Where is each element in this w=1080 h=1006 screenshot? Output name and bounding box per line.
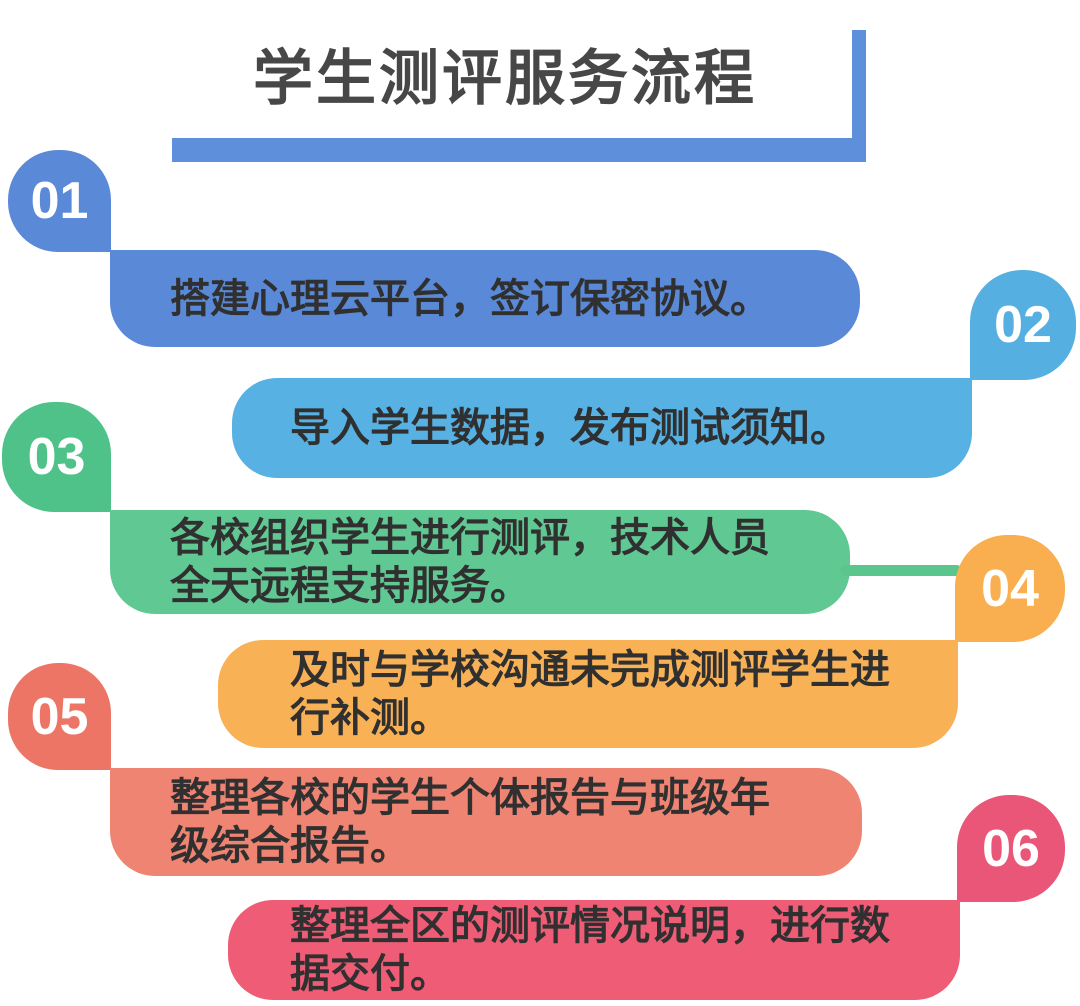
step-05-text: 整理各校的学生个体报告与班级年 级综合报告。 [170, 776, 770, 868]
step-01-badge: 01 [8, 150, 111, 252]
step-03-bar: 各校组织学生进行测评，技术人员 全天远程支持服务。 [110, 510, 850, 614]
step3-to-step4-connector-line [840, 565, 962, 576]
step-02-number: 02 [994, 296, 1052, 354]
step-01-bar: 搭建心理云平台，签订保密协议。 [110, 250, 860, 347]
step-04-number: 04 [981, 559, 1039, 618]
step-06-number: 06 [982, 819, 1040, 878]
step-06-text: 整理全区的测评情况说明，进行数 据交付。 [290, 904, 890, 996]
step-05-number: 05 [30, 687, 89, 746]
step-02-badge: 02 [970, 270, 1076, 380]
step-06-bar: 整理全区的测评情况说明，进行数 据交付。 [228, 900, 960, 1000]
step-06-badge: 06 [957, 795, 1065, 902]
step-04-bar: 及时与学校沟通未完成测评学生进 行补测。 [218, 640, 958, 748]
step-03-text: 各校组织学生进行测评，技术人员 全天远程支持服务。 [170, 516, 770, 608]
step-01-text: 搭建心理云平台，签订保密协议。 [170, 276, 770, 321]
step-02-bar: 导入学生数据，发布测试须知。 [232, 378, 972, 478]
step-04-text: 及时与学校沟通未完成测评学生进 行补测。 [290, 648, 890, 740]
step-03-number: 03 [27, 428, 86, 486]
title-box: 学生测评服务流程 [158, 8, 852, 138]
step-02-text: 导入学生数据，发布测试须知。 [290, 406, 850, 450]
step-04-badge: 04 [955, 535, 1065, 642]
step-05-bar: 整理各校的学生个体报告与班级年 级综合报告。 [110, 768, 862, 876]
step-03-badge: 03 [2, 402, 111, 512]
step-01-number: 01 [30, 172, 89, 230]
page-title: 学生测评服务流程 [253, 44, 757, 112]
step-05-badge: 05 [8, 663, 111, 770]
